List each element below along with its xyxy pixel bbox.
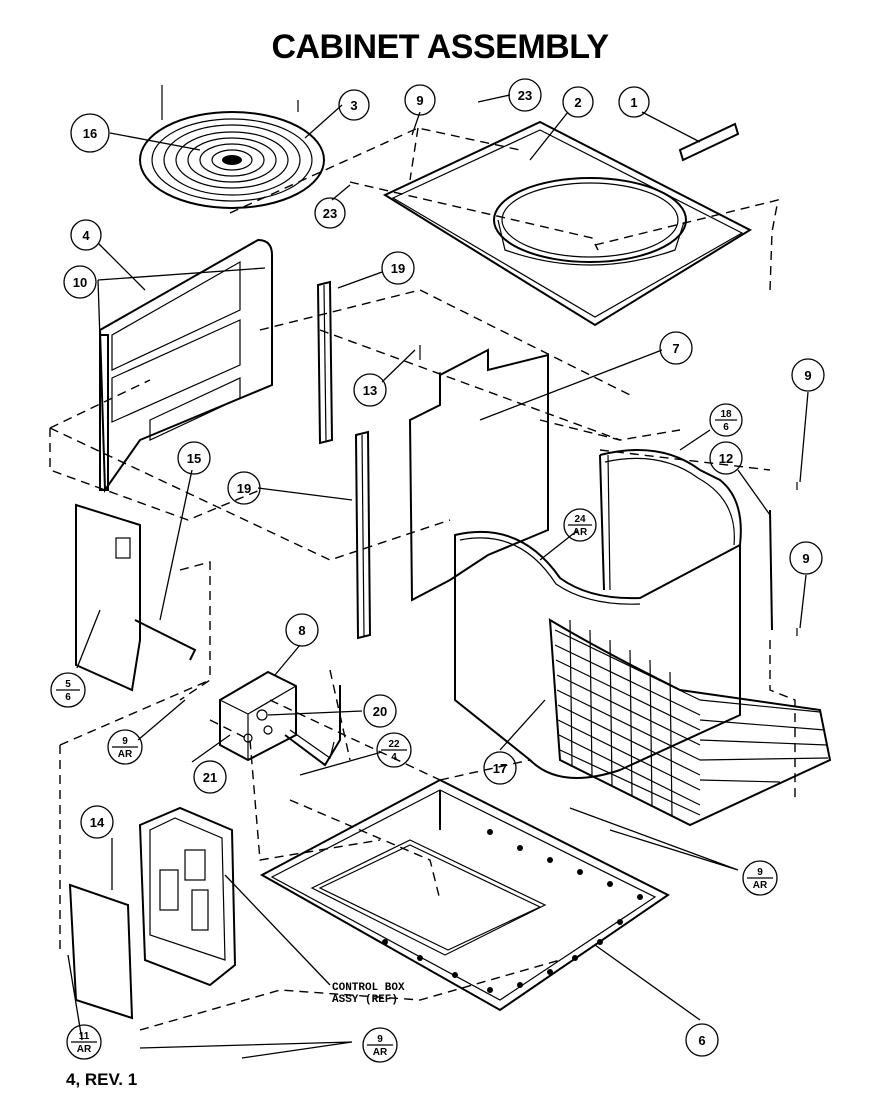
callout-11-ar: 11 AR [71,1031,97,1055]
callout-9-ar-left: 9 AR [112,736,138,760]
svg-text:4: 4 [391,752,397,763]
callout-13: 13 [363,383,377,398]
svg-text:AR: AR [373,1047,388,1058]
callout-24-ar: 24 AR [568,514,592,538]
callout-15: 15 [187,451,201,466]
svg-text:ASSY (REF): ASSY (REF) [332,994,398,1006]
callout-9: 9 [416,93,423,108]
control-box-cover [68,883,134,1020]
svg-text:CONTROL BOX: CONTROL BOX [332,982,405,994]
callout-8: 8 [298,623,305,638]
callout-2: 2 [574,95,581,110]
diagram-title: CABINET ASSEMBLY [271,28,609,66]
callout-17: 17 [493,761,507,776]
svg-text:6: 6 [65,692,71,703]
callout-18-6: 18 6 [715,409,737,433]
callout-labels: 16 3 9 23 2 1 23 4 10 19 13 7 9 12 9 19 … [73,88,812,1048]
svg-text:9: 9 [377,1034,383,1045]
base-pan [259,778,670,1012]
callout-9-ar-right: 9 AR [747,867,773,891]
coil-wrapper [454,449,742,779]
callout-23: 23 [323,206,337,221]
callout-20: 20 [373,704,387,719]
svg-text:5: 5 [65,679,71,690]
leader-lines [67,94,809,1059]
condenser-coil [548,618,832,827]
callout-12: 12 [719,451,733,466]
svg-text:9: 9 [122,736,128,747]
svg-text:AR: AR [77,1044,92,1055]
electrical-box [219,670,341,767]
svg-text:9: 9 [757,867,763,878]
callout-4: 4 [82,228,90,243]
callout-9: 9 [802,551,809,566]
left-side-panel [98,238,273,494]
callout-7: 7 [672,341,679,356]
svg-text:11: 11 [79,1031,90,1042]
svg-text:AR: AR [753,880,768,891]
svg-text:24: 24 [574,514,586,525]
assembly-guide-lines [49,127,796,1031]
fraction-callouts: 18 6 24 AR 5 6 9 AR 22 4 9 AR [56,409,773,1058]
callout-19: 19 [391,261,405,276]
callout-16: 16 [83,126,97,141]
callout-3: 3 [350,98,357,113]
center-baffle [408,345,549,602]
callout-21: 21 [203,770,217,785]
svg-text:18: 18 [720,409,732,420]
callout-22-4: 22 4 [381,739,407,763]
svg-text:AR: AR [118,749,133,760]
svg-text:22: 22 [388,739,400,750]
callout-19: 19 [237,481,251,496]
svg-text:6: 6 [723,422,729,433]
control-box-ref-label: CONTROL BOX ASSY (REF) [332,982,405,1006]
callout-circles [50,78,825,1063]
callout-14: 14 [90,815,105,830]
part-1-bar [678,122,740,162]
svg-text:AR: AR [573,527,588,538]
callout-1: 1 [630,95,637,110]
top-cover [382,120,753,327]
callout-10: 10 [73,275,87,290]
control-box [138,806,237,987]
access-panel [75,503,197,692]
callout-23: 23 [518,88,532,103]
callout-6: 6 [698,1033,705,1048]
drawing-revision: 4, REV. 1 [66,1070,138,1089]
callout-5-6: 5 6 [56,679,80,703]
part-12-rod [769,482,798,636]
corner-channels [316,280,372,640]
fan-guard-grille [139,85,325,209]
callout-9-ar-bottom: 9 AR [367,1034,393,1058]
callout-9: 9 [804,368,811,383]
